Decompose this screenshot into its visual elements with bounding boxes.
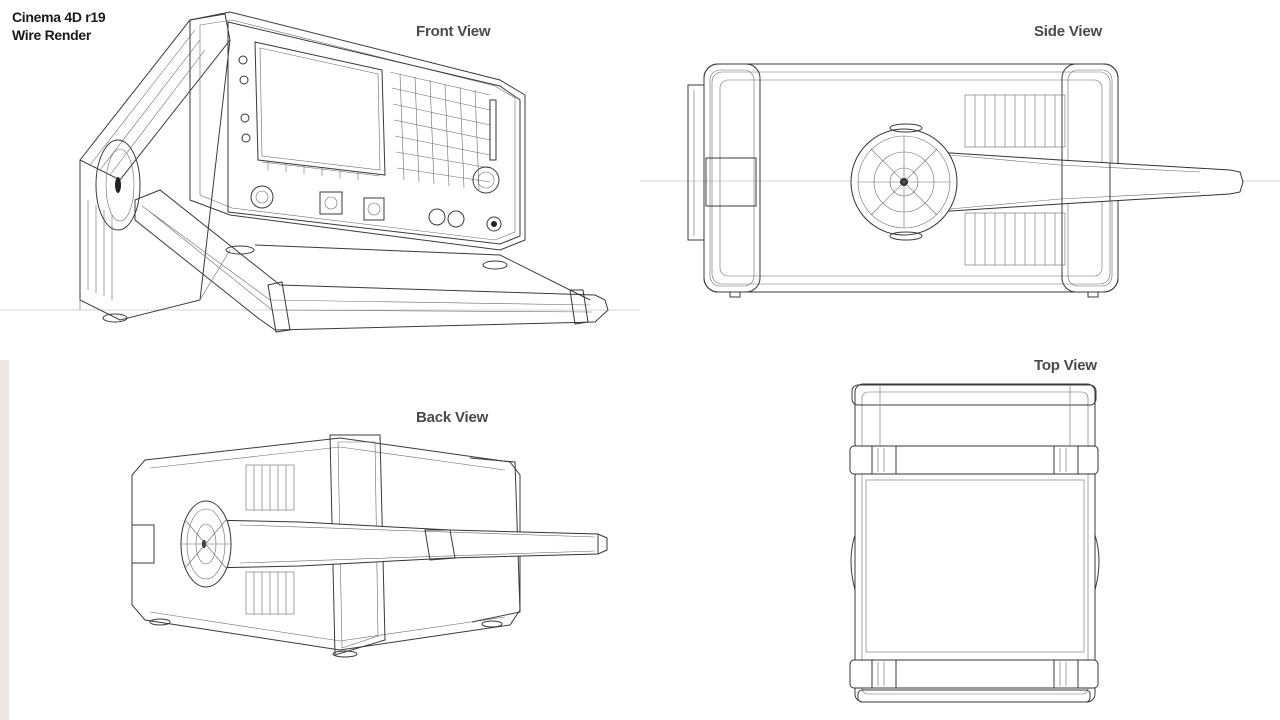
left-edge-strip bbox=[0, 360, 9, 720]
watermark-line-2: Wire Render bbox=[12, 27, 92, 43]
watermark-line-1: Cinema 4D r19 bbox=[12, 9, 106, 25]
back-view-label: Back View bbox=[416, 409, 489, 426]
back-view-drawing bbox=[131, 434, 608, 658]
side-view-drawing bbox=[640, 63, 1280, 298]
side-view-label: Side View bbox=[1034, 23, 1102, 40]
top-view-label: Top View bbox=[1034, 357, 1097, 374]
front-view-label: Front View bbox=[416, 23, 491, 40]
render-watermark: Cinema 4D r19 Wire Render bbox=[12, 8, 106, 44]
top-view-drawing bbox=[849, 383, 1100, 703]
front-view-drawing bbox=[0, 11, 640, 333]
